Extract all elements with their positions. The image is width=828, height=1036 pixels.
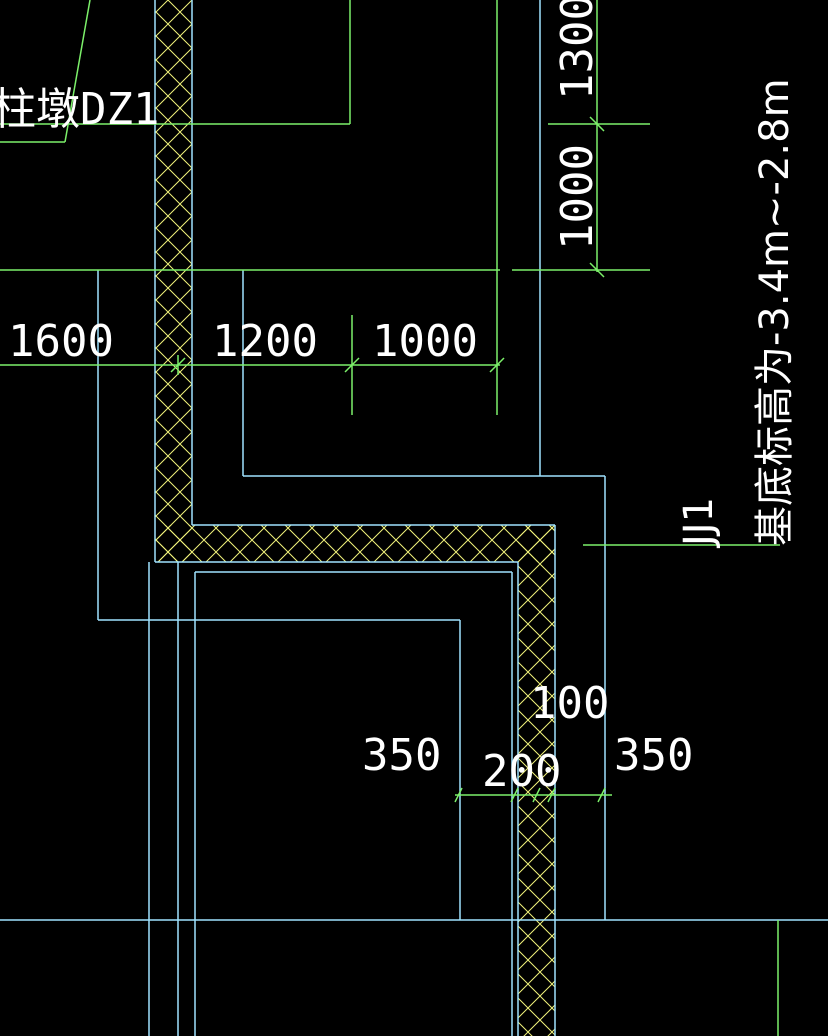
dim-100-label: 100 (530, 678, 609, 729)
hatched-wall (155, 0, 555, 1036)
note-tag: JJ1 (676, 497, 722, 549)
dim-200-label: 200 (482, 746, 561, 797)
dim-350-left-label: 350 (362, 730, 441, 781)
foundation-elevation-note: 基底标高为-3.4m~-2.8m (752, 78, 798, 546)
green-lines (0, 0, 780, 1036)
dim-1200-label: 1200 (212, 316, 318, 367)
dim-1300-label: 1300 (552, 0, 603, 100)
wall-band-horizontal (155, 525, 555, 562)
dim-1000-vertical-label: 1000 (552, 144, 603, 250)
dim-1600-label: 1600 (8, 316, 114, 367)
dim-350-right-label: 350 (614, 730, 693, 781)
dim-1000-horizontal-label: 1000 (372, 316, 478, 367)
wall-band-vertical-upper (155, 0, 192, 562)
pier-label: 柱墩DZ1 (0, 84, 159, 135)
wall-band-vertical-lower (518, 525, 555, 1036)
